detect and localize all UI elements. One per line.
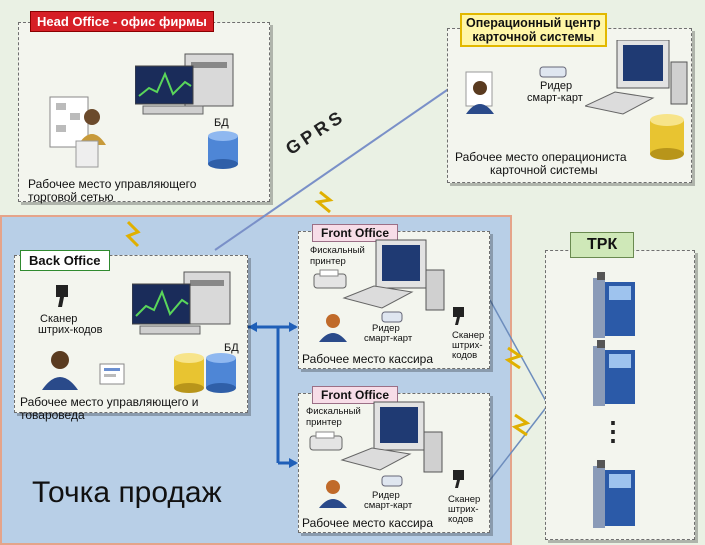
fo1-caption: Рабочее место кассира [302,352,434,366]
head-office-caption-line1: Рабочее место управляющего [28,177,197,191]
fo2-scanner-line3: кодов [448,514,474,525]
fo2-caption: Рабочее место кассира [302,516,434,530]
trk-ellipsis: ⋮ [600,416,626,446]
point-of-sale-label: Точка продаж [32,476,222,509]
fo2-fiscal-printer-icon [309,431,343,451]
database-icon [208,131,238,169]
lightning-fo2-trk [511,413,531,437]
link-fo2-trk [489,404,549,481]
fo2-reader-line2: смарт-карт [364,500,413,511]
fo2-scanner-line2: штрих- [448,504,479,515]
op-center-reader-line1: Ридер [540,80,573,92]
fo1-cashier-icon [319,314,347,342]
arrow-left-back [248,322,257,332]
fo1-scanner-line2: штрих- [452,340,483,351]
fo2-scanner-icon [453,470,464,488]
trk-title: ТРК [570,232,635,258]
front-office-title-2: Front Office [312,386,398,404]
link-fo1-trk [489,299,549,406]
fo1-reader-line2: смарт-карт [364,333,413,344]
back-office-title: Back Office [20,250,110,271]
back-office-computer-icon [132,271,231,335]
fo2-cashier-icon [319,480,347,508]
op-center-computer-icon [585,40,688,115]
head-office-caption-line2: торговой сетью [28,190,114,204]
fo1-fiscal-printer-icon [313,269,347,289]
fo1-printer-line1: Фискальный [310,245,365,256]
fo1-card-reader-icon [381,311,403,323]
lightning-head-back [125,220,141,248]
op-center-database-icon [650,114,684,160]
fuel-dispenser-icon-1 [593,272,635,338]
back-office-caption-line1: Рабочее место управляющего и [20,395,199,409]
server-computer-icon [135,53,234,115]
fo1-scanner-line3: кодов [452,350,478,361]
op-center-title: Операционный центр карточной системы [460,13,607,47]
lightning-gprs [314,190,334,214]
arrow-right-fo2 [289,458,298,468]
op-center-caption-line2: карточной системы [490,163,598,177]
fuel-dispenser-icon-3 [593,460,635,528]
back-office-database-icon [174,353,236,393]
fo2-printer-line1: Фискальный [306,406,361,417]
lightning-fo1-trk [504,346,524,370]
operator-person-icon [465,71,494,114]
back-office-scanner-line2: штрих-кодов [38,324,103,336]
back-office-scanner-icon [56,285,68,307]
manager-flowchart-icon [49,96,106,168]
fo2-reader-line1: Ридер [372,490,400,501]
fo1-reader-line1: Ридер [372,323,400,334]
op-center-reader-line2: смарт-карт [527,92,583,104]
head-office-db-label: БД [214,117,229,129]
fo2-printer-line2: принтер [306,417,342,428]
gprs-link-line [214,87,451,251]
fo1-scanner-icon [453,307,464,325]
back-office-caption-line2: товароведа [20,408,85,422]
back-office-receipt-icon [99,363,125,385]
op-center-caption-line1: Рабочее место операциониста [455,150,627,164]
op-center-title-line2: карточной системы [472,30,595,44]
fo2-computer-icon [340,401,443,473]
fo1-computer-icon [342,239,445,311]
back-office-scanner-line1: Сканер [40,313,78,325]
front-office-title-1: Front Office [312,224,398,242]
fo2-scanner-line1: Сканер [448,494,481,505]
head-office-title: Head Office - офис фирмы [30,11,214,32]
back-office-db-label: БД [224,342,239,354]
back-office-manager-icon [42,351,78,390]
fuel-dispenser-icon-2 [593,340,635,406]
fo1-scanner-line1: Сканер [452,330,485,341]
fo1-printer-line2: принтер [310,256,346,267]
arrow-right-fo1 [289,322,298,332]
smartcard-reader-icon [539,66,567,78]
fo2-card-reader-icon [381,475,403,487]
op-center-title-line1: Операционный центр [466,16,601,30]
